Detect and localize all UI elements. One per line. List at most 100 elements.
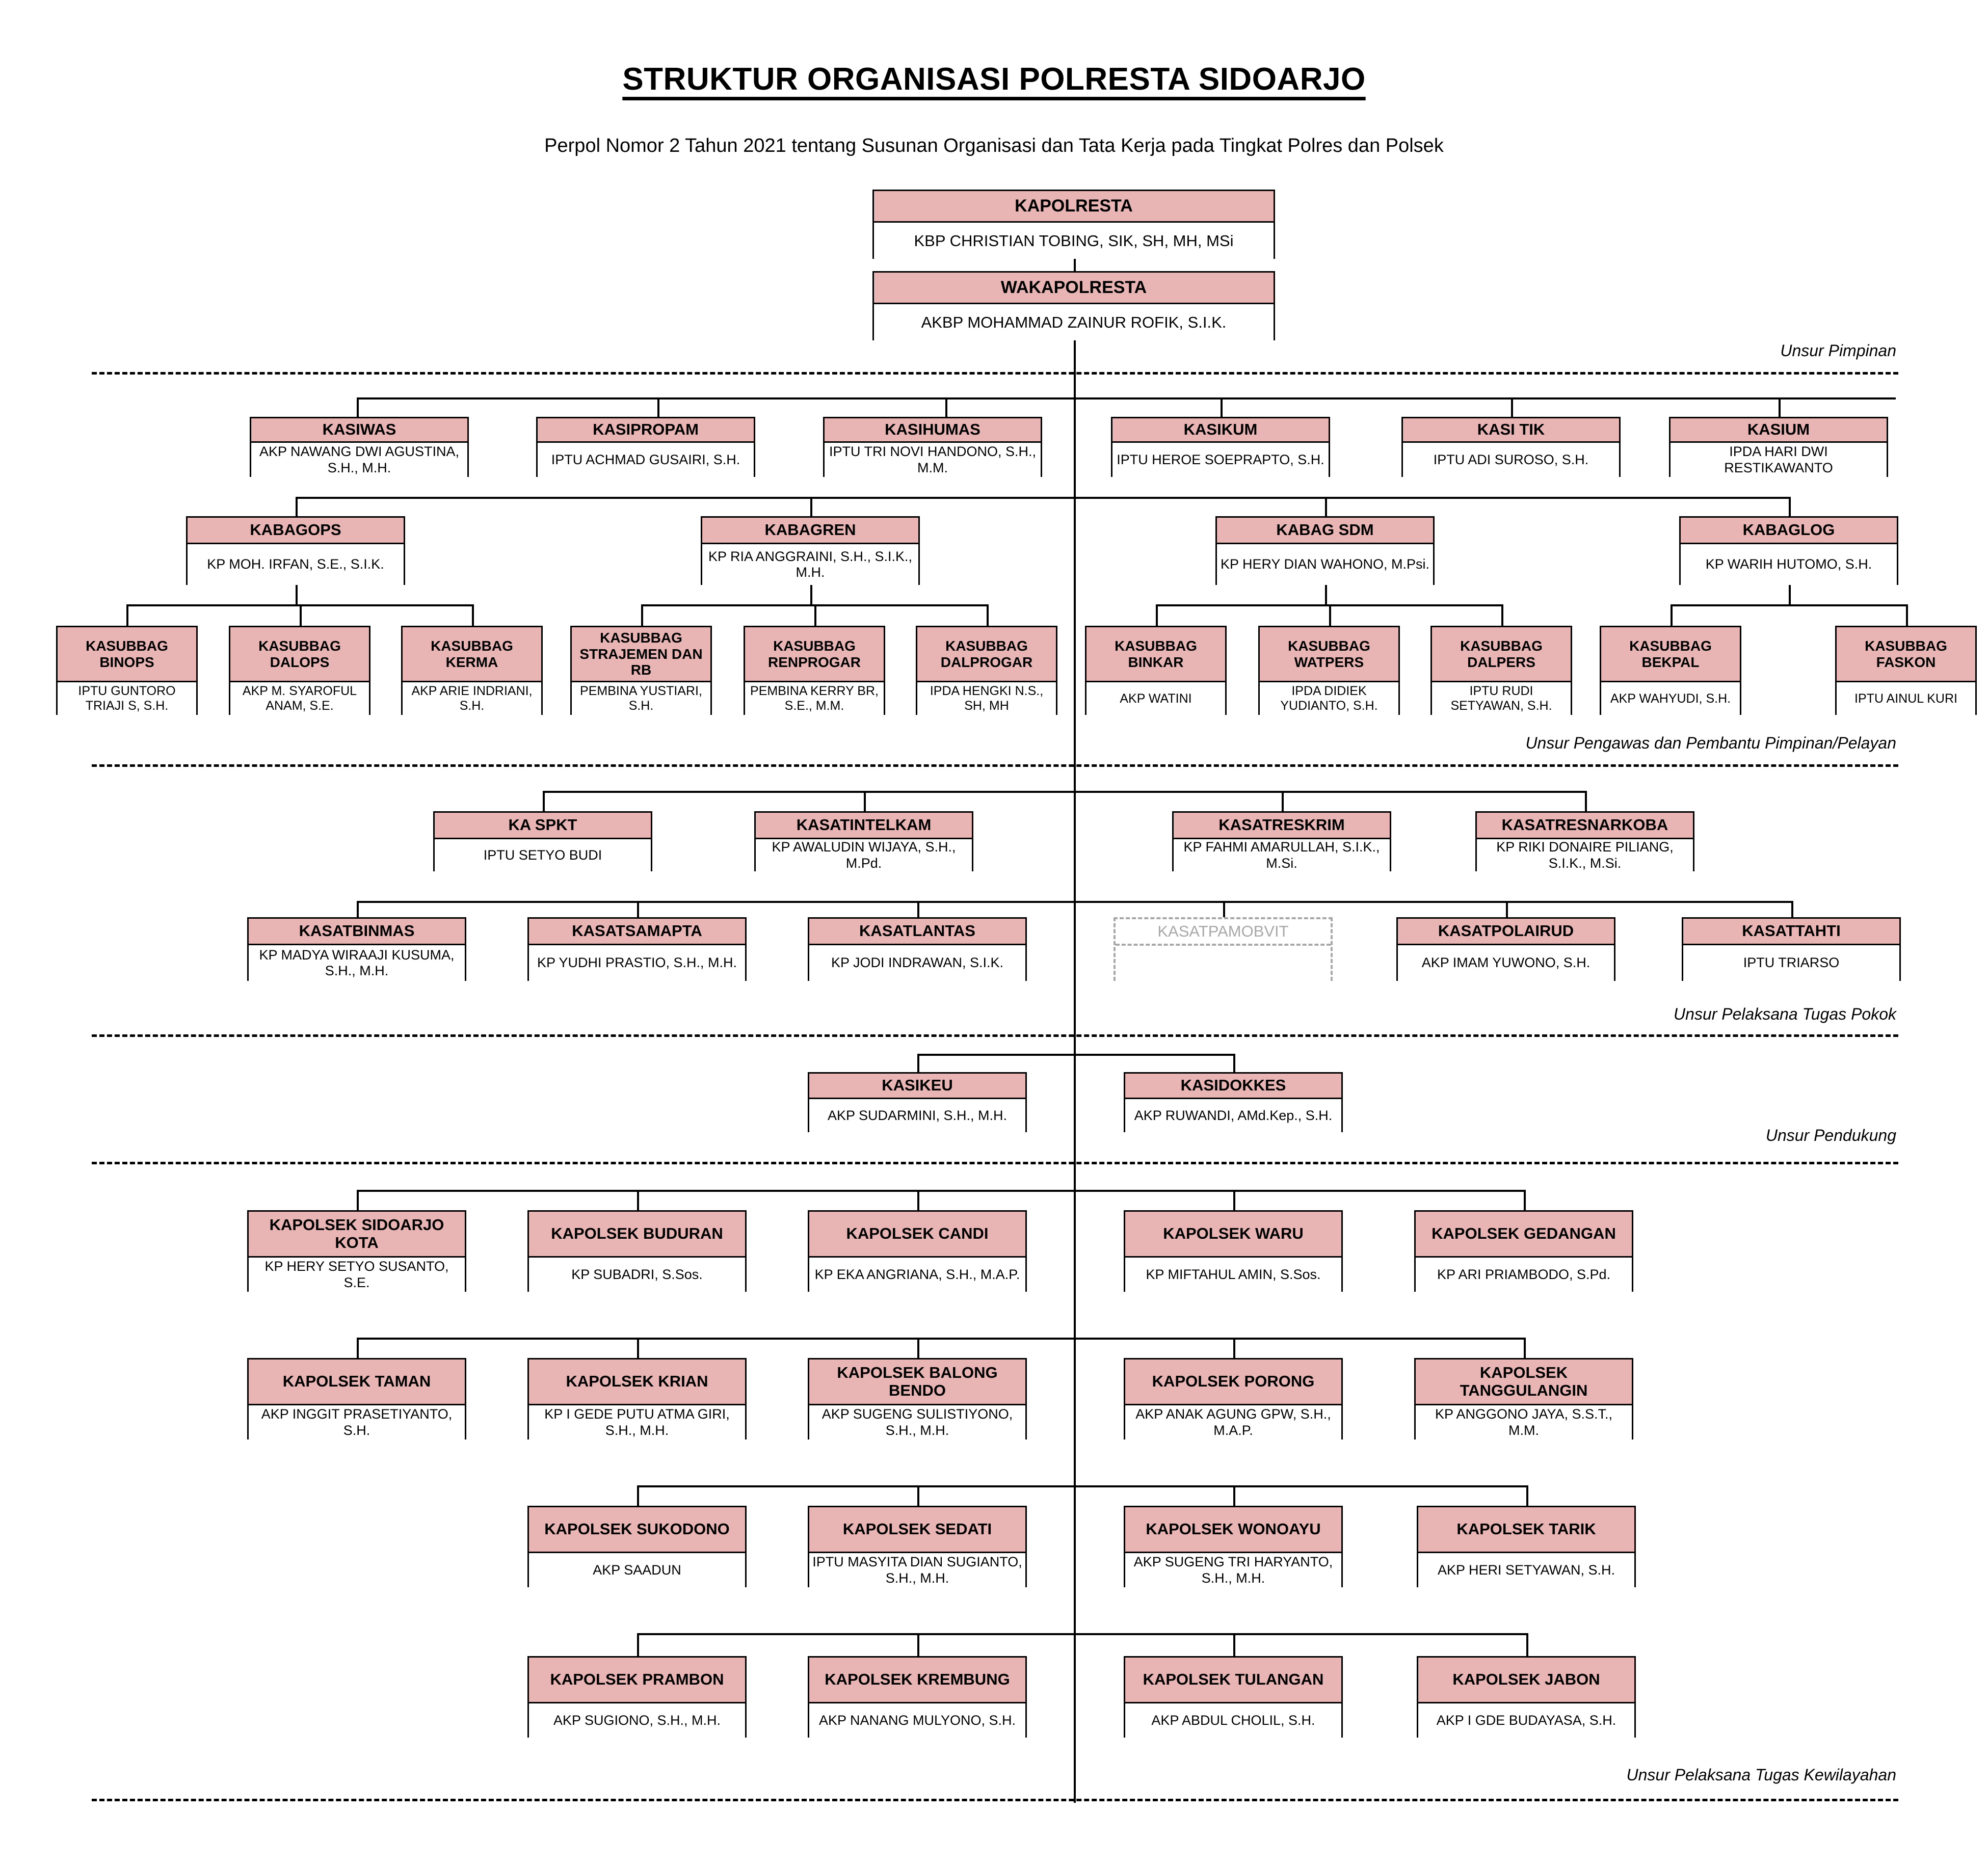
connector	[300, 604, 302, 626]
node-ka-spkt[interactable]: KA SPKT IPTU SETYO BUDI	[433, 811, 652, 871]
node-kapolsek-tarik[interactable]: KAPOLSEK TARIK AKP HERI SETYAWAN, S.H.	[1417, 1506, 1636, 1587]
node-kasatintelkam[interactable]: KASATINTELKAM KP AWALUDIN WIJAYA, S.H., …	[754, 811, 973, 871]
node-title: KASATLANTAS	[809, 919, 1025, 945]
section-label-kewilayahan: Unsur Pelaksana Tugas Kewilayahan	[1626, 1766, 1896, 1784]
connector	[1524, 1338, 1526, 1358]
node-title: KAPOLSEK PRAMBON	[529, 1658, 745, 1703]
connector	[1233, 1338, 1235, 1358]
node-kasipropam[interactable]: KASIPROPAM IPTU ACHMAD GUSAIRI, S.H.	[536, 417, 755, 477]
connector	[357, 1338, 359, 1358]
node-kasubbag-faskon[interactable]: KASUBBAG FASKON IPTU AINUL KURI	[1835, 626, 1977, 715]
node-title: KAPOLSEK SIDOARJO KOTA	[249, 1212, 465, 1258]
node-kasium[interactable]: KASIUM IPDA HARI DWI RESTIKAWANTO	[1669, 417, 1888, 477]
node-kapolsek-gedangan[interactable]: KAPOLSEK GEDANGAN KP ARI PRIAMBODO, S.Pd…	[1414, 1210, 1633, 1292]
node-kasidokkes[interactable]: KASIDOKKES AKP RUWANDI, AMd.Kep., S.H.	[1124, 1072, 1343, 1132]
node-kapolsek-sedati[interactable]: KAPOLSEK SEDATI IPTU MASYITA DIAN SUGIAN…	[808, 1506, 1027, 1587]
connector	[126, 604, 128, 626]
connector	[357, 1190, 1524, 1192]
node-kapolsek-candi[interactable]: KAPOLSEK CANDI KP EKA ANGRIANA, S.H., M.…	[808, 1210, 1027, 1292]
connector	[637, 1633, 639, 1656]
node-kasatresnarkoba[interactable]: KASATRESNARKOBA KP RIKI DONAIRE PILIANG,…	[1475, 811, 1694, 871]
node-kapolsek-wonoayu[interactable]: KAPOLSEK WONOAYU AKP SUGENG TRI HARYANTO…	[1124, 1506, 1343, 1587]
node-title: KASIHUMAS	[825, 418, 1041, 443]
node-kapolsek-balong-bendo[interactable]: KAPOLSEK BALONG BENDO AKP SUGENG SULISTI…	[808, 1358, 1027, 1440]
node-title: KAPOLSEK GEDANGAN	[1416, 1212, 1632, 1258]
separator-pimpinan	[92, 372, 1898, 375]
node-person: AKP ANAK AGUNG GPW, S.H., M.A.P.	[1125, 1405, 1341, 1440]
node-title: KASATRESNARKOBA	[1477, 813, 1693, 839]
node-person: KP AWALUDIN WIJAYA, S.H., M.Pd.	[756, 839, 972, 871]
node-kasatlantas[interactable]: KASATLANTAS KP JODI INDRAWAN, S.I.K.	[808, 917, 1027, 981]
node-kapolsek-prambon[interactable]: KAPOLSEK PRAMBON AKP SUGIONO, S.H., M.H.	[527, 1656, 747, 1738]
node-person: AKP SUGENG TRI HARYANTO, S.H., M.H.	[1125, 1553, 1341, 1587]
node-kapolsek-sidoarjo-kota[interactable]: KAPOLSEK SIDOARJO KOTA KP HERY SETYO SUS…	[247, 1210, 466, 1292]
connector	[637, 1633, 1526, 1635]
node-person: AKP INGGIT PRASETIYANTO, S.H.	[249, 1405, 465, 1440]
connector	[864, 791, 866, 811]
node-kasikeu[interactable]: KASIKEU AKP SUDARMINI, S.H., M.H.	[808, 1072, 1027, 1132]
node-kasubbag-kerma[interactable]: KASUBBAG KERMA AKP ARIE INDRIANI, S.H.	[401, 626, 543, 715]
node-kasatreskrim[interactable]: KASATRESKRIM KP FAHMI AMARULLAH, S.I.K.,…	[1172, 811, 1391, 871]
node-kasubbag-dalpers[interactable]: KASUBBAG DALPERS IPTU RUDI SETYAWAN, S.H…	[1430, 626, 1572, 715]
node-kasattahti[interactable]: KASATTAHTI IPTU TRIARSO	[1682, 917, 1901, 981]
node-kapolsek-waru[interactable]: KAPOLSEK WARU KP MIFTAHUL AMIN, S.Sos.	[1124, 1210, 1343, 1292]
node-kapolresta[interactable]: KAPOLRESTA KBP CHRISTIAN TOBING, SIK, SH…	[872, 190, 1275, 259]
node-kapolsek-taman[interactable]: KAPOLSEK TAMAN AKP INGGIT PRASETIYANTO, …	[247, 1358, 466, 1440]
node-kasubbag-strajemen[interactable]: KASUBBAG STRAJEMEN DAN RB PEMBINA YUSTIA…	[570, 626, 712, 715]
node-kasatpamobvit[interactable]: KASATPAMOBVIT	[1114, 917, 1333, 981]
node-kapolsek-porong[interactable]: KAPOLSEK PORONG AKP ANAK AGUNG GPW, S.H.…	[1124, 1358, 1343, 1440]
connector	[1074, 259, 1076, 278]
node-kasikum[interactable]: KASIKUM IPTU HEROE SOEPRAPTO, S.H.	[1111, 417, 1330, 477]
node-kapolsek-jabon[interactable]: KAPOLSEK JABON AKP I GDE BUDAYASA, S.H.	[1417, 1656, 1636, 1738]
node-kabagops[interactable]: KABAGOPS KP MOH. IRFAN, S.E., S.I.K.	[186, 516, 405, 585]
node-title: KASUBBAG WATPERS	[1260, 627, 1398, 682]
node-kabaglog[interactable]: KABAGLOG KP WARIH HUTOMO, S.H.	[1679, 516, 1898, 585]
connector	[657, 397, 659, 420]
node-person: AKP IMAM YUWONO, S.H.	[1398, 945, 1614, 981]
node-kasubbag-watpers[interactable]: KASUBBAG WATPERS IPDA DIDIEK YUDIANTO, S…	[1258, 626, 1400, 715]
connector	[1233, 1633, 1235, 1656]
node-kasubbag-renprogar[interactable]: KASUBBAG RENPROGAR PEMBINA KERRY BR, S.E…	[744, 626, 885, 715]
connector	[543, 791, 1585, 793]
node-kabagsdm[interactable]: KABAG SDM KP HERY DIAN WAHONO, M.Psi.	[1215, 516, 1435, 585]
node-person: AKP NANANG MULYONO, S.H.	[809, 1703, 1025, 1738]
connector	[1671, 604, 1673, 626]
node-title: WAKAPOLRESTA	[874, 273, 1274, 304]
node-title: KASIUM	[1671, 418, 1887, 443]
connector	[543, 791, 545, 811]
node-kasubbag-binkar[interactable]: KASUBBAG BINKAR AKP WATINI	[1085, 626, 1227, 715]
node-kapolsek-tanggulangin[interactable]: KAPOLSEK TANGGULANGIN KP ANGGONO JAYA, S…	[1414, 1358, 1633, 1440]
node-person: KP I GEDE PUTU ATMA GIRI, S.H., M.H.	[529, 1405, 745, 1440]
node-kasatpolairud[interactable]: KASATPOLAIRUD AKP IMAM YUWONO, S.H.	[1396, 917, 1615, 981]
node-title: KASATRESKRIM	[1174, 813, 1390, 839]
connector	[1325, 497, 1327, 516]
separator-pengawas	[92, 764, 1898, 767]
node-person: KP FAHMI AMARULLAH, S.I.K., M.Si.	[1174, 839, 1390, 871]
node-kasubbag-bekpal[interactable]: KASUBBAG BEKPAL AKP WAHYUDI, S.H.	[1600, 626, 1741, 715]
node-title: KASUBBAG DALOPS	[230, 627, 369, 682]
node-kasitik[interactable]: KASI TIK IPTU ADI SUROSO, S.H.	[1401, 417, 1621, 477]
node-kapolsek-krian[interactable]: KAPOLSEK KRIAN KP I GEDE PUTU ATMA GIRI,…	[527, 1358, 747, 1440]
connector	[296, 585, 298, 604]
node-kasihumas[interactable]: KASIHUMAS IPTU TRI NOVI HANDONO, S.H., M…	[823, 417, 1042, 477]
node-title: KAPOLSEK PORONG	[1125, 1359, 1341, 1405]
node-title: KAPOLSEK TANGGULANGIN	[1416, 1359, 1632, 1405]
node-kabagren[interactable]: KABAGREN KP RIA ANGGRAINI, S.H., S.I.K.,…	[701, 516, 920, 585]
node-person: PEMBINA YUSTIARI, S.H.	[572, 682, 710, 715]
node-kasubbag-binops[interactable]: KASUBBAG BINOPS IPTU GUNTORO TRIAJI S, S…	[56, 626, 198, 715]
node-kasatsamapta[interactable]: KASATSAMAPTA KP YUDHI PRASTIO, S.H., M.H…	[527, 917, 747, 981]
node-kasubbag-dalops[interactable]: KASUBBAG DALOPS AKP M. SYAROFUL ANAM, S.…	[229, 626, 370, 715]
separator-pendukung	[92, 1162, 1898, 1164]
node-kapolsek-sukodono[interactable]: KAPOLSEK SUKODONO AKP SAADUN	[527, 1506, 747, 1587]
node-kasatbinmas[interactable]: KASATBINMAS KP MADYA WIRAAJI KUSUMA, S.H…	[247, 917, 466, 981]
node-wakapolresta[interactable]: WAKAPOLRESTA AKBP MOHAMMAD ZAINUR ROFIK,…	[872, 271, 1275, 340]
section-label-pengawas: Unsur Pengawas dan Pembantu Pimpinan/Pel…	[1525, 734, 1896, 752]
node-title: KASUBBAG STRAJEMEN DAN RB	[572, 627, 710, 682]
node-kapolsek-tulangan[interactable]: KAPOLSEK TULANGAN AKP ABDUL CHOLIL, S.H.	[1124, 1656, 1343, 1738]
node-kapolsek-buduran[interactable]: KAPOLSEK BUDURAN KP SUBADRI, S.Sos.	[527, 1210, 747, 1292]
node-kapolsek-krembung[interactable]: KAPOLSEK KREMBUNG AKP NANANG MULYONO, S.…	[808, 1656, 1027, 1738]
connector	[1329, 604, 1331, 626]
node-kasubbag-dalprogar[interactable]: KASUBBAG DALPROGAR IPDA HENGKI N.S., SH,…	[916, 626, 1057, 715]
node-title: KAPOLSEK SUKODONO	[529, 1507, 745, 1553]
node-kasiwas[interactable]: KASIWAS AKP NAWANG DWI AGUSTINA, S.H., M…	[250, 417, 469, 477]
